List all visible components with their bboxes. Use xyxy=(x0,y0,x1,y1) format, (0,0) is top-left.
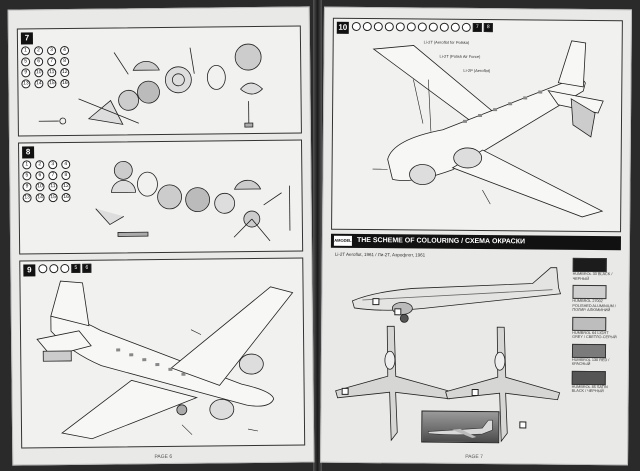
swatch-label: HUMBROL 64 LIGHT GREY / СВЕТЛО-СЕРЫЙ xyxy=(572,330,617,340)
swatch-color xyxy=(571,370,606,385)
colour-scheme-diagrams xyxy=(335,267,562,443)
step-9-panel: 9 5 6 xyxy=(19,257,306,449)
engine-exploded-diagram-2 xyxy=(95,160,291,242)
paint-swatch: HUMBROL 33 BLACK / ЧЕРНЫЙ xyxy=(572,257,619,281)
callout xyxy=(341,387,349,395)
callout xyxy=(372,298,380,306)
swatch-label: HUMBROL 33 BLACK / ЧЕРНЫЙ xyxy=(572,271,613,281)
paint-swatch: HUMBROL 130 RED / КРАСНЫЙ xyxy=(572,343,618,366)
callout xyxy=(471,388,479,397)
paint-swatch: HUMBROL 64 LIGHT GREY / СВЕТЛО-СЕРЫЙ xyxy=(572,316,618,339)
book-gutter xyxy=(313,0,322,471)
swatch-label: HUMBROL 130 RED / КРАСНЫЙ xyxy=(571,357,610,367)
swatch-color xyxy=(572,257,607,273)
paint-swatches: HUMBROL 33 BLACK / ЧЕРНЫЙ HUMBROL 27002 P… xyxy=(572,257,619,398)
scheme-title: THE SCHEME OF COLOURING / СХЕМА ОКРАСКИ xyxy=(356,236,526,246)
page-footer: PAGE 6 xyxy=(154,453,173,461)
swatch-color xyxy=(572,284,607,300)
page-footer: PAGE 7 xyxy=(465,453,483,461)
paint-swatch: HUMBROL 27002 POLISHED ALUMINIUM / ПОЛИР… xyxy=(572,284,618,313)
aircraft-assembly-diagram xyxy=(36,280,294,440)
aircraft-final-assembly-diagram xyxy=(372,40,604,218)
swatch-color xyxy=(572,316,607,331)
callout xyxy=(519,421,527,429)
reference-photo xyxy=(421,410,500,444)
swatch-color xyxy=(571,343,607,358)
brand-logo: AMODEL xyxy=(333,235,352,246)
swatch-label: HUMBROL 85 SATIN BLACK / ЧЕРНЫЙ xyxy=(571,384,608,394)
callout xyxy=(394,308,402,316)
swatch-label: HUMBROL 27002 POLISHED ALUMINIUM / ПОЛИР… xyxy=(572,298,616,313)
engine-exploded-diagram xyxy=(38,43,264,128)
aircraft-photo-silhouette xyxy=(427,419,493,438)
paint-swatch: HUMBROL 85 SATIN BLACK / ЧЕРНЫЙ xyxy=(572,370,618,393)
colouring-scheme-header: AMODEL THE SCHEME OF COLOURING / СХЕМА О… xyxy=(330,233,622,251)
